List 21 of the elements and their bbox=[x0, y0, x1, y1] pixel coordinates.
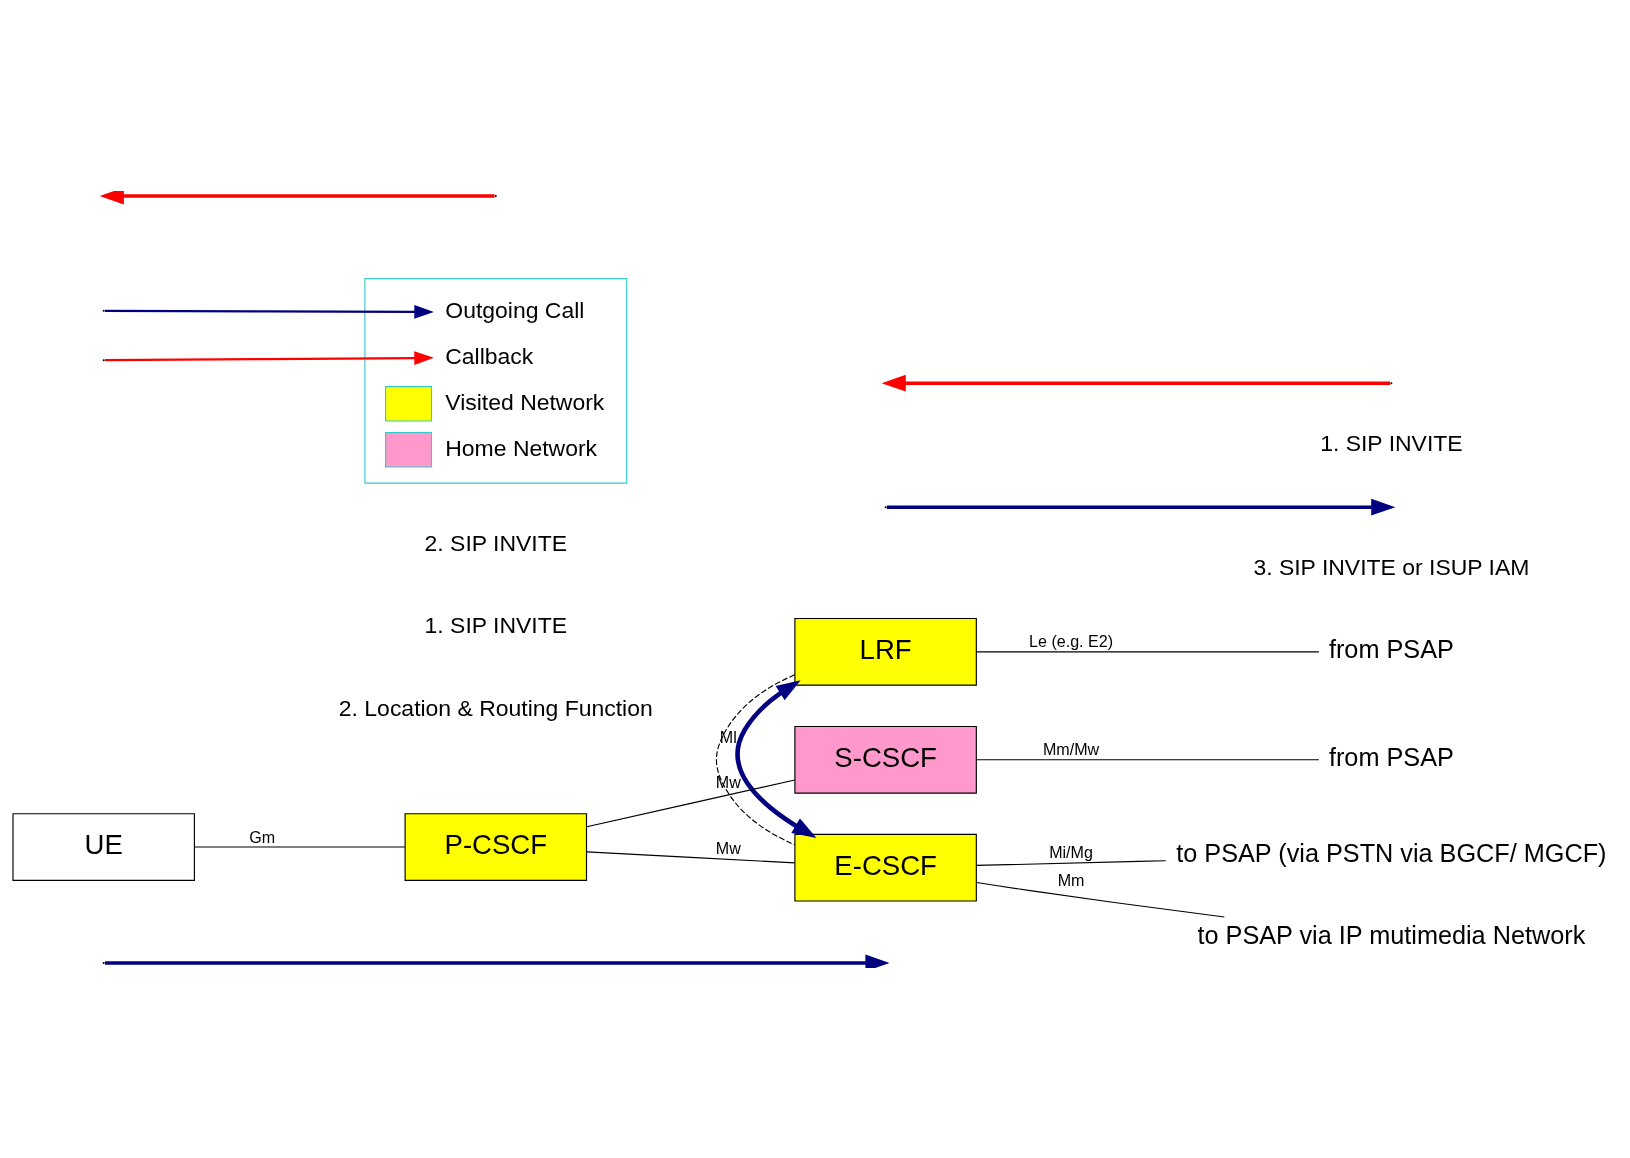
legend-label: Visited Network bbox=[445, 388, 605, 415]
edge-label: Le (e.g. E2) bbox=[1029, 631, 1114, 650]
label: 2. Location & Routing Function bbox=[338, 694, 653, 721]
legend-label: Home Network bbox=[445, 434, 598, 460]
label: 1. SIP INVITE bbox=[1320, 429, 1463, 456]
edge-label: Gm bbox=[249, 827, 276, 846]
legend-label: Outgoing Call bbox=[445, 296, 585, 323]
node-text: from PSAP bbox=[1328, 634, 1454, 663]
edge-label: Ml bbox=[719, 727, 737, 746]
edge-label: Mi/Mg bbox=[1049, 842, 1093, 861]
node-text: to PSAP via IP mutimedia Network bbox=[1197, 920, 1586, 949]
label: 1. SIP INVITE bbox=[424, 611, 568, 638]
label: 3. SIP INVITE or ISUP IAM bbox=[1253, 553, 1530, 580]
legend-label: Callback bbox=[445, 342, 534, 369]
edge-label: Mm/Mw bbox=[1042, 739, 1100, 758]
label: 2. SIP INVITE bbox=[424, 529, 568, 556]
edge-label: Mw bbox=[715, 838, 741, 857]
node-text: to PSAP (via PSTN via BGCF/ MGCF) bbox=[1176, 837, 1607, 866]
edge-label: Mw bbox=[715, 772, 741, 791]
edge-label: Mm bbox=[1057, 870, 1085, 889]
node-text: from PSAP bbox=[1328, 742, 1454, 771]
